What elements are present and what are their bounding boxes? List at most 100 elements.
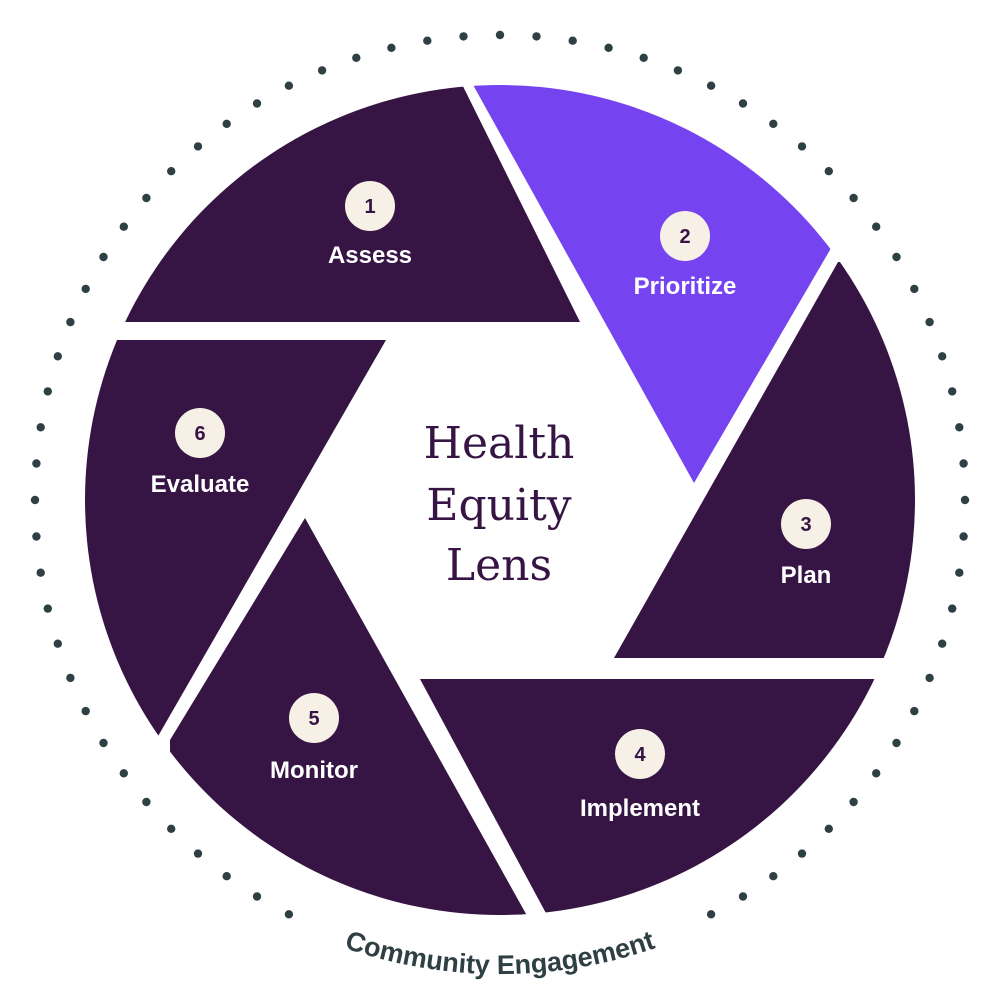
step-number: 5 — [308, 708, 319, 730]
ring-dot — [53, 639, 62, 648]
ring-dot — [955, 423, 964, 432]
ring-dot — [222, 872, 231, 881]
ring-dot — [81, 706, 90, 716]
center-title-line: Health — [424, 418, 575, 469]
ring-dot — [119, 769, 128, 778]
ring-dot — [99, 738, 108, 748]
dotted-ring — [30, 30, 970, 919]
ring-dot — [706, 81, 716, 90]
ring-dot — [423, 36, 432, 45]
ring-dot — [955, 568, 964, 577]
ring-dot — [925, 673, 934, 683]
step-label: Plan — [781, 562, 832, 589]
step-number: 4 — [634, 744, 646, 766]
step-number: 3 — [800, 514, 811, 536]
ring-dot — [948, 604, 957, 613]
ring-dot — [66, 673, 75, 683]
ring-dot — [459, 32, 468, 41]
segment-monitor[interactable] — [170, 518, 535, 930]
step-number-badge — [660, 211, 710, 261]
ring-dot — [568, 36, 577, 45]
step-number-badge — [289, 693, 339, 743]
ring-dot — [532, 32, 541, 41]
ring-dot — [872, 222, 881, 231]
step-label: Evaluate — [151, 471, 250, 498]
step-4[interactable]: 4 Implement — [580, 729, 700, 822]
ring-dot — [910, 706, 919, 716]
segment-assess[interactable] — [80, 40, 580, 322]
ring-dot — [849, 797, 858, 807]
step-6[interactable]: 6 Evaluate — [151, 408, 250, 498]
ring-dot — [673, 66, 683, 75]
step-number-badge — [175, 408, 225, 458]
ring-dot — [960, 495, 970, 505]
step-number: 6 — [194, 423, 205, 445]
ring-dot — [81, 284, 90, 294]
ring-dot — [959, 459, 968, 468]
ring-dot — [872, 769, 881, 778]
ring-dot — [495, 30, 505, 40]
center-title: Health Equity Lens — [424, 418, 575, 591]
step-number: 1 — [364, 196, 375, 218]
ring-dot — [193, 142, 203, 151]
center-title-line: Lens — [446, 540, 552, 591]
ring-dot — [284, 81, 294, 90]
ring-dot — [938, 352, 947, 361]
ring-dot — [925, 317, 934, 327]
step-2[interactable]: 2 Prioritize — [634, 211, 737, 300]
ring-dot — [769, 119, 778, 128]
segment-plan[interactable] — [614, 262, 935, 658]
ring-dot — [892, 252, 901, 262]
ring-dot — [769, 872, 778, 881]
step-number-badge — [781, 499, 831, 549]
ring-dot — [824, 824, 833, 833]
center-title-line: Equity — [426, 480, 571, 531]
ring-dot — [53, 352, 62, 361]
ring-dot — [824, 167, 833, 176]
step-label: Implement — [580, 795, 700, 822]
ring-dot — [222, 119, 231, 128]
ring-dot — [604, 43, 613, 52]
step-number-badge — [345, 181, 395, 231]
ring-dot — [142, 193, 151, 203]
ring-dot — [352, 53, 361, 62]
ring-dot — [948, 387, 957, 396]
ring-dot — [284, 910, 294, 919]
ring-dot — [252, 892, 262, 901]
ring-dot — [317, 66, 327, 75]
ring-dot — [639, 53, 648, 62]
step-label: Prioritize — [634, 273, 737, 300]
ring-dot — [193, 849, 203, 858]
ring-dot — [959, 532, 968, 541]
ring-dot — [167, 167, 176, 176]
ring-dot — [30, 495, 40, 505]
ring-dot — [32, 459, 41, 468]
ring-dot — [387, 43, 396, 52]
ring-dot — [142, 797, 151, 807]
ring-dot — [797, 142, 807, 151]
step-label: Assess — [328, 242, 412, 269]
segment-evaluate[interactable] — [80, 340, 386, 738]
ring-dot — [938, 639, 947, 648]
step-1[interactable]: 1 Assess — [328, 181, 412, 269]
ring-dot — [36, 423, 45, 432]
ring-dot — [252, 99, 262, 108]
ring-dot — [167, 824, 176, 833]
ring-dot — [66, 317, 75, 327]
ring-dot — [849, 193, 858, 203]
ring-dot — [706, 910, 716, 919]
ring-dot — [43, 604, 52, 613]
ring-dot — [892, 738, 901, 748]
community-engagement-label: Community Engagement — [342, 925, 658, 980]
ring-dot — [99, 252, 108, 262]
ring-dot — [797, 849, 807, 858]
step-number: 2 — [679, 226, 690, 248]
step-label: Monitor — [270, 757, 358, 784]
step-3[interactable]: 3 Plan — [781, 499, 832, 589]
ring-dot — [119, 222, 128, 231]
ring-dot — [32, 532, 41, 541]
step-number-badge — [615, 729, 665, 779]
ring-dot — [738, 99, 748, 108]
step-5[interactable]: 5 Monitor — [270, 693, 358, 784]
